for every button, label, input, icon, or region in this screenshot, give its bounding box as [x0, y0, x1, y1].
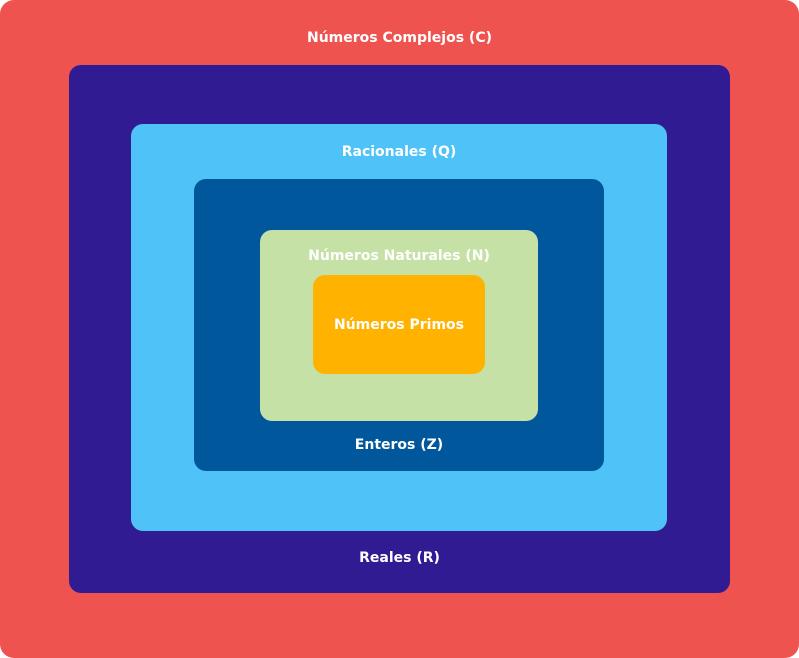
set-real-numbers: Reales (R) Racionales (Q) Enteros (Z) Nú… — [69, 65, 730, 593]
set-natural-label: Números Naturales (N) — [308, 248, 490, 264]
set-rational-label: Racionales (Q) — [341, 144, 457, 160]
set-real-label: Reales (R) — [359, 550, 440, 566]
set-integer-label: Enteros (Z) — [354, 437, 444, 453]
set-integer-numbers: Enteros (Z) Números Naturales (N) Número… — [194, 179, 604, 471]
set-prime-label: Números Primos — [334, 317, 464, 333]
set-rational-numbers: Racionales (Q) Enteros (Z) Números Natur… — [131, 124, 667, 531]
set-prime-numbers: Números Primos — [313, 275, 485, 374]
set-natural-numbers: Números Naturales (N) Números Primos — [260, 230, 538, 421]
set-complex-label: Números Complejos (C) — [307, 30, 492, 46]
